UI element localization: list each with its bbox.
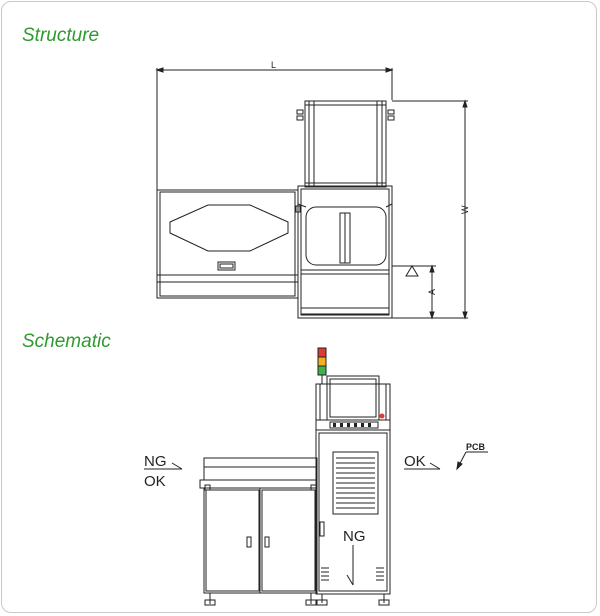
ok-output-arrow-icon — [404, 462, 441, 470]
width-dimension — [392, 99, 468, 320]
door-handle-left-icon — [246, 536, 252, 548]
left-cabinet — [199, 457, 318, 606]
ng-down-arrow-icon — [346, 545, 354, 586]
height-label: A — [427, 289, 437, 295]
pcb-label: PCB — [466, 442, 486, 452]
bottom-vent-left-icon — [321, 567, 329, 581]
structure-drawing — [155, 67, 468, 320]
signal-tower-icon — [317, 347, 327, 384]
right-machine — [315, 347, 391, 606]
width-label: W — [460, 205, 470, 214]
direction-triangle-icon — [405, 265, 419, 277]
pcb-pointer-icon — [456, 451, 488, 471]
buffer-rack — [296, 100, 395, 188]
corner-mark-left — [296, 109, 304, 121]
bottom-vent-right-icon — [376, 567, 384, 581]
left-conveyor-unit — [156, 189, 301, 299]
structure-title: Structure — [22, 25, 100, 46]
ok-input-label: OK — [144, 473, 166, 490]
corner-mark-right — [387, 109, 395, 121]
vent-grille-icon — [332, 451, 379, 515]
ng-input-label: NG — [144, 453, 167, 470]
ok-output-label: OK — [404, 453, 426, 470]
length-label: L — [271, 60, 276, 70]
length-dimension — [155, 67, 394, 190]
schematic-drawing — [144, 347, 488, 606]
height-dimension — [392, 264, 436, 320]
schematic-title: Schematic — [22, 331, 111, 352]
side-handle-icon — [319, 521, 325, 537]
door-handle-right-icon — [264, 536, 270, 548]
ng-ok-input-arrow-icon — [144, 462, 183, 470]
right-main-unit — [297, 185, 393, 319]
ng-output-label: NG — [343, 528, 366, 545]
